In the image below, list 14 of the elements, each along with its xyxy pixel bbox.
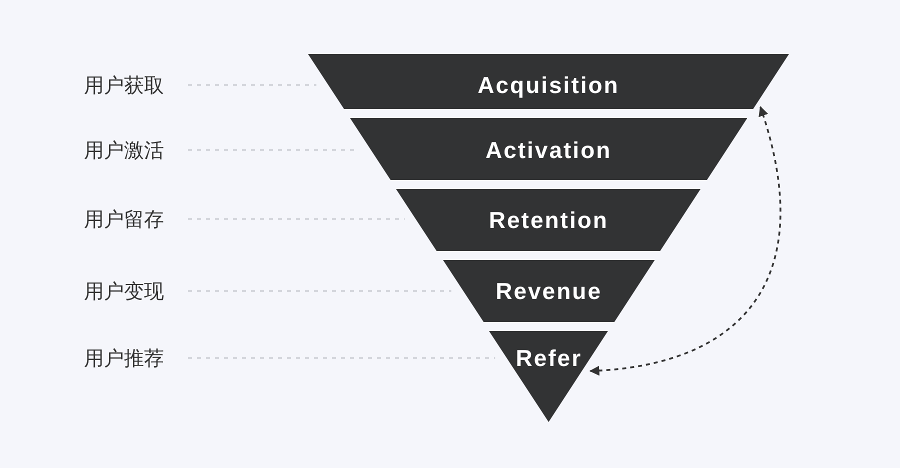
stage-label: 用户激活 [84,138,164,162]
funnel-segment: Revenue [442,260,655,322]
stage-label: 用户变现 [84,279,164,303]
funnel-segment: Refer [489,331,608,422]
funnel-segment: Activation [350,118,748,180]
stage-label: 用户推荐 [84,346,164,370]
leader-line [188,84,317,86]
cycle-arrow [589,106,782,376]
funnel-segment: Acquisition [308,54,789,109]
funnel-segment: Retention [396,189,701,251]
stage-label: 用户留存 [84,207,164,231]
leader-line [188,290,452,292]
leader-line [188,218,406,220]
stage-label: 用户获取 [84,73,164,97]
